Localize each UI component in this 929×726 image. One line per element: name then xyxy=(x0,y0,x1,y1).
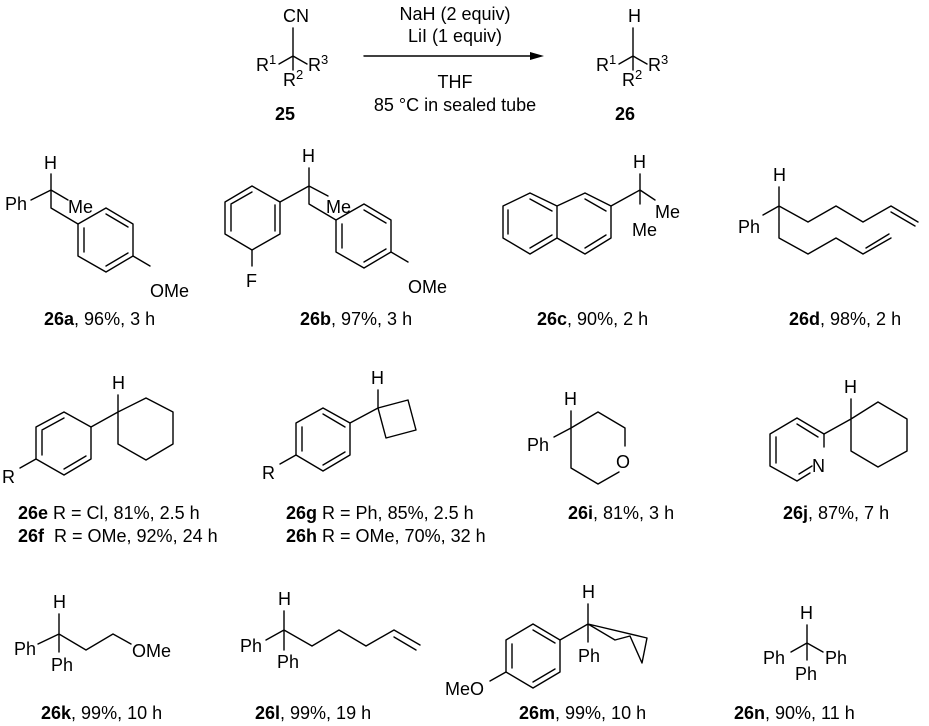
structure-26l: H Ph Ph xyxy=(240,589,421,672)
compound-label-26b: 26b, 97%, 3 h xyxy=(300,309,413,329)
h-atom: H xyxy=(633,152,646,172)
ph-group: Ph xyxy=(51,655,73,675)
fluorine-atom: F xyxy=(246,271,257,291)
condition-temperature: 85 °C in sealed tube xyxy=(373,95,537,115)
ph-group: Ph xyxy=(527,435,549,455)
nitrogen-atom: N xyxy=(812,456,825,476)
compound-label-26e: 26e R = Cl, 81%, 2.5 h xyxy=(18,503,200,523)
structure-26e-26f: H R xyxy=(2,373,174,487)
structure-26c: H Me Me xyxy=(502,152,680,255)
r-group: R xyxy=(262,463,275,483)
h-atom: H xyxy=(844,377,857,397)
me-group: Me xyxy=(326,197,351,217)
r2-label: R2 xyxy=(622,67,642,90)
ome-group: OMe xyxy=(132,641,171,661)
compound-label-26c: 26c, 90%, 2 h xyxy=(537,309,649,329)
h-atom: H xyxy=(564,389,577,409)
compound-label-26g: 26g R = Ph, 85%, 2.5 h xyxy=(286,503,474,523)
ph-group: Ph xyxy=(795,664,817,684)
reaction-arrow xyxy=(363,52,544,60)
ph-group: Ph xyxy=(763,648,785,668)
compound-label-26k: 26k, 99%, 10 h xyxy=(41,703,163,723)
compound-label-26n: 26n, 90%, 11 h xyxy=(734,703,855,723)
h-atom: H xyxy=(773,165,786,185)
cyano-group: CN xyxy=(283,6,309,26)
compound-label-26i: 26i, 81%, 3 h xyxy=(568,503,675,523)
compound-label-26m: 26m, 99%, 10 h xyxy=(519,703,647,723)
condition-reagent-1: NaH (2 equiv) xyxy=(399,4,511,24)
structure-26d: H Ph xyxy=(738,165,919,255)
structure-26n: H Ph Ph Ph xyxy=(763,603,847,684)
me-group: Me xyxy=(655,202,680,222)
h-atom: H xyxy=(278,589,291,609)
ph-group: Ph xyxy=(825,648,847,668)
h-atom: H xyxy=(302,146,315,166)
meo-group: MeO xyxy=(445,679,484,699)
structure-26j: H N xyxy=(769,377,908,482)
r1-label: R1 xyxy=(256,52,276,75)
reactant-25-structure: CN R1 R3 R2 xyxy=(256,6,328,90)
h-atom: H xyxy=(112,373,125,393)
structure-26a: H Ph Me OMe xyxy=(5,153,189,301)
compound-label-26j: 26j, 87%, 7 h xyxy=(783,503,890,523)
ph-group: Ph xyxy=(738,217,760,237)
compound-label-26h: 26h R = OMe, 70%, 32 h xyxy=(286,526,486,546)
r3-label: R3 xyxy=(648,52,668,75)
ph-group: Ph xyxy=(578,646,600,666)
h-atom: H xyxy=(53,592,66,612)
h-atom: H xyxy=(44,153,57,173)
compound-label-26l: 26l, 99%, 19 h xyxy=(255,703,372,723)
reactant-id: 25 xyxy=(275,104,296,124)
compound-label-26a: 26a, 96%, 3 h xyxy=(44,309,156,329)
h-atom: H xyxy=(371,368,384,388)
compound-label-26f: 26f R = OMe, 92%, 24 h xyxy=(18,526,218,546)
structure-26i: H Ph O xyxy=(527,389,630,485)
hydrogen-label: H xyxy=(628,6,641,26)
r3-label: R3 xyxy=(308,52,328,75)
product-id: 26 xyxy=(615,104,636,124)
condition-solvent: THF xyxy=(437,72,473,92)
h-atom: H xyxy=(582,582,595,602)
me-group: Me xyxy=(68,197,93,217)
ome-group: OMe xyxy=(408,277,447,297)
r2-label: R2 xyxy=(283,67,303,90)
oxygen-atom: O xyxy=(616,452,630,472)
ph-group: Ph xyxy=(5,194,27,214)
ome-group: OMe xyxy=(150,281,189,301)
ph-group: Ph xyxy=(240,636,262,656)
ph-group: Ph xyxy=(14,639,36,659)
product-26-structure: H R1 R3 R2 xyxy=(596,6,668,90)
h-atom: H xyxy=(800,603,813,623)
me-group: Me xyxy=(632,220,657,240)
structure-26b: H Me F OMe xyxy=(224,146,447,297)
structure-26k: H Ph Ph OMe xyxy=(14,592,171,675)
condition-reagent-2: LiI (1 equiv) xyxy=(407,26,503,46)
ph-group: Ph xyxy=(277,652,299,672)
r-group: R xyxy=(2,467,15,487)
structure-26g-26h: H R xyxy=(262,368,417,483)
r1-label: R1 xyxy=(596,52,616,75)
compound-label-26d: 26d, 98%, 2 h xyxy=(789,309,902,329)
structure-26m: H Ph MeO xyxy=(445,582,648,699)
